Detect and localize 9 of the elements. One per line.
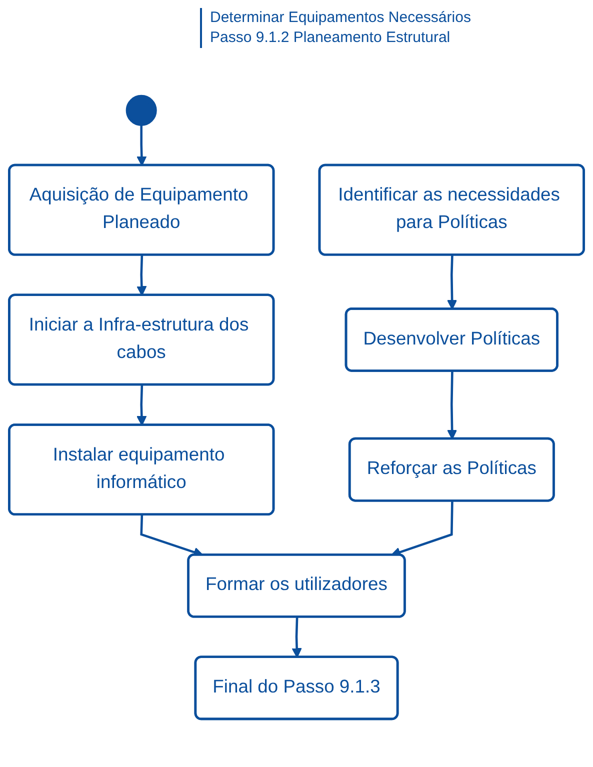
arrow: [136, 385, 147, 426]
node-circle: [126, 94, 157, 126]
arrow: [136, 124, 147, 166]
note-text: Passo 9.1.2 Planeamento Estrutural: [200, 28, 593, 48]
arrow: [136, 255, 147, 296]
note-text: Determinar Equipamentos Necessários: [200, 8, 593, 28]
arrow: [447, 255, 458, 310]
arrow: [292, 617, 302, 658]
arrow: [447, 371, 458, 440]
